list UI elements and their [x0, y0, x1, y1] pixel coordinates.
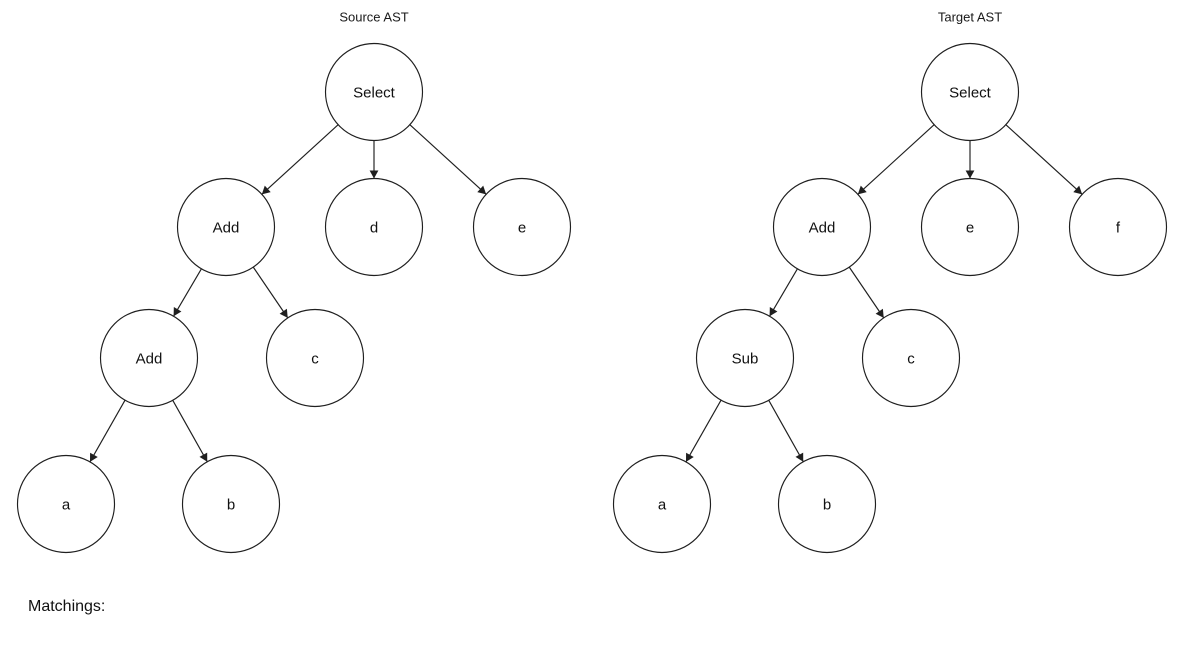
ast-node-s_c[interactable]: c: [265, 308, 365, 408]
node-circle[interactable]: [472, 177, 572, 277]
ast-node-t_e[interactable]: e: [920, 177, 1020, 277]
node-circle[interactable]: [920, 177, 1020, 277]
edge-s_select-to-s_d: [369, 140, 379, 179]
ast-node-t_a[interactable]: a: [612, 454, 712, 554]
node-circle[interactable]: [181, 454, 281, 554]
node-label: a: [62, 497, 71, 514]
node-label: Add: [213, 220, 240, 237]
node-label: Add: [136, 351, 163, 368]
edge-s_select-to-s_add2: [261, 124, 339, 195]
node-label: b: [823, 497, 831, 514]
tree-title-target: Target AST: [938, 9, 1002, 24]
node-circle[interactable]: [920, 42, 1020, 142]
arrow-head-icon: [173, 307, 182, 317]
arrow-head-icon: [261, 185, 271, 195]
node-label: c: [907, 351, 915, 368]
node-label: Sub: [732, 351, 759, 368]
ast-node-s_select[interactable]: Select: [324, 42, 424, 142]
arrow-head-icon: [795, 452, 804, 462]
node-circle[interactable]: [176, 177, 276, 277]
node-label: f: [1116, 220, 1121, 237]
ast-node-t_b[interactable]: b: [777, 454, 877, 554]
ast-node-s_d[interactable]: d: [324, 177, 424, 277]
ast-node-t_select[interactable]: Select: [920, 42, 1020, 142]
ast-node-s_add3[interactable]: Add: [99, 308, 199, 408]
edge-t_select-to-t_f: [1005, 124, 1083, 195]
arrow-head-icon: [89, 452, 98, 462]
node-circle[interactable]: [695, 308, 795, 408]
node-circle[interactable]: [16, 454, 116, 554]
edge-s_add2-to-s_c: [252, 266, 289, 319]
arrow-head-icon: [369, 170, 379, 179]
arrow-head-icon: [1073, 185, 1083, 195]
ast-node-s_a[interactable]: a: [16, 454, 116, 554]
ast-node-s_e[interactable]: e: [472, 177, 572, 277]
node-circle[interactable]: [324, 177, 424, 277]
node-label: e: [518, 220, 526, 237]
node-label: Select: [949, 85, 992, 102]
arrow-head-icon: [199, 452, 208, 462]
edge-t_sub-to-t_a: [685, 399, 722, 463]
node-label: a: [658, 497, 667, 514]
node-label: e: [966, 220, 974, 237]
node-circle[interactable]: [612, 454, 712, 554]
node-circle[interactable]: [1068, 177, 1168, 277]
edge-t_select-to-t_add2: [857, 124, 935, 195]
node-label: d: [370, 220, 378, 237]
edge-s_add2-to-s_add3: [173, 268, 202, 317]
arrow-head-icon: [769, 307, 778, 317]
arrow-head-icon: [875, 308, 884, 318]
node-circle[interactable]: [324, 42, 424, 142]
edge-s_add3-to-s_a: [89, 399, 126, 463]
arrow-head-icon: [477, 185, 487, 195]
edge-s_select-to-s_e: [409, 124, 487, 195]
node-circle[interactable]: [772, 177, 872, 277]
node-circle[interactable]: [99, 308, 199, 408]
edge-t_add2-to-t_sub: [769, 268, 798, 317]
arrow-head-icon: [965, 170, 975, 179]
edge-t_sub-to-t_b: [768, 400, 804, 462]
ast-node-t_sub[interactable]: Sub: [695, 308, 795, 408]
node-circle[interactable]: [265, 308, 365, 408]
edge-t_add2-to-t_c: [848, 266, 885, 319]
arrow-head-icon: [685, 452, 694, 462]
tree-title-source: Source AST: [339, 9, 408, 24]
node-label: Add: [809, 220, 836, 237]
arrow-head-icon: [279, 308, 288, 318]
node-label: Select: [353, 85, 396, 102]
node-circle[interactable]: [861, 308, 961, 408]
edge-s_add3-to-s_b: [172, 400, 208, 462]
ast-node-s_add2[interactable]: Add: [176, 177, 276, 277]
edge-t_select-to-t_e: [965, 140, 975, 179]
matchings-label: Matchings:: [28, 598, 106, 615]
edges-layer: [89, 124, 1083, 463]
ast-node-t_c[interactable]: c: [861, 308, 961, 408]
node-label: c: [311, 351, 319, 368]
ast-node-s_b[interactable]: b: [181, 454, 281, 554]
node-label: b: [227, 497, 235, 514]
titles-layer: Source AST Target AST: [339, 9, 1002, 24]
ast-node-t_add2[interactable]: Add: [772, 177, 872, 277]
node-circle[interactable]: [777, 454, 877, 554]
arrow-head-icon: [857, 185, 867, 195]
ast-node-t_f[interactable]: f: [1068, 177, 1168, 277]
